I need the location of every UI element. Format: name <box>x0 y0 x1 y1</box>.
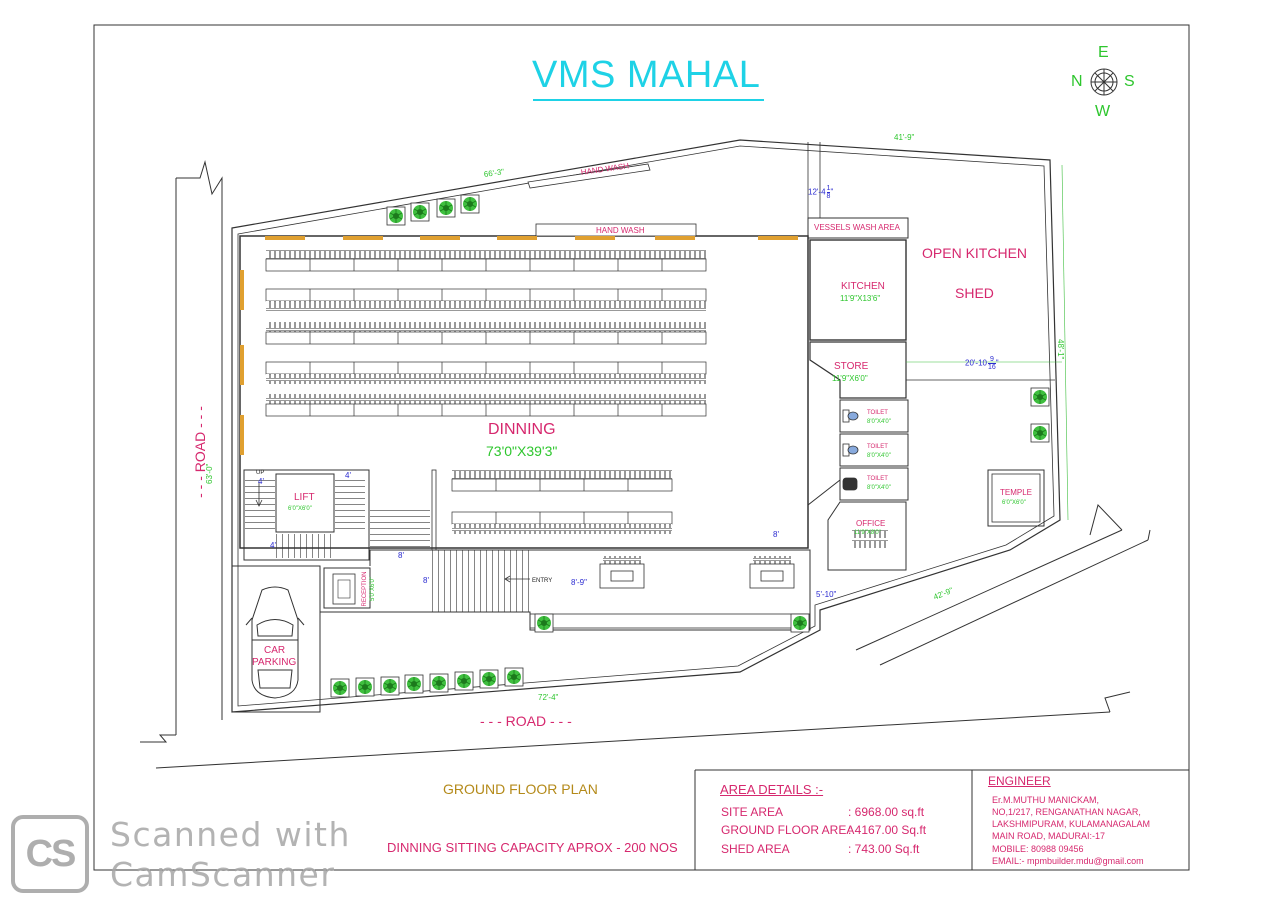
temple-size: 6'0"X6'0" <box>1002 500 1026 506</box>
toilet-2-size: 8'0"X4'0" <box>867 453 891 459</box>
car-label: CAR <box>264 645 286 656</box>
road-label-bottom: - - - ROAD - - - <box>480 713 572 729</box>
reception-label: RECEPTION <box>362 571 368 607</box>
toilet-2-label: TOILET <box>867 444 888 450</box>
compass-west-label: W <box>1095 103 1111 120</box>
site-area-label: SITE AREA <box>721 805 784 819</box>
dimension-63ft: 63'-0" <box>205 463 214 484</box>
compass-east-label: E <box>1098 44 1109 61</box>
kitchen-label: KITCHEN <box>841 281 885 292</box>
dimension-8ft-c: 8' <box>773 530 779 539</box>
compass-south-label: S <box>1124 73 1135 90</box>
watermark-line-1: Scanned with <box>110 815 351 854</box>
entry-label: ENTRY <box>532 578 553 584</box>
area-details-heading: AREA DETAILS :- <box>720 782 824 797</box>
dimension-4ft-b: 4' <box>258 477 264 486</box>
dimension-4ft-c: 4' <box>270 541 276 550</box>
store-label: STORE <box>834 361 869 372</box>
dimension-8ft-b: 8' <box>423 576 429 585</box>
parking-label: PARKING <box>252 657 297 668</box>
toilet-3-size: 8'0"X4'0" <box>867 485 891 491</box>
shed-area-value: : 743.00 Sq.ft <box>848 842 920 856</box>
engineer-line: NO,1/217, RENGANATHAN NAGAR, <box>992 807 1141 817</box>
dimension-8ft9in: 8'-9" <box>571 578 587 587</box>
stair-up-label: UP <box>256 470 265 476</box>
title-underline <box>533 99 764 101</box>
vessels-wash-label: VESSELS WASH AREA <box>814 223 900 232</box>
kitchen-size: 11'9"X13'6" <box>840 294 881 303</box>
capacity-note: DINNING SITTING CAPACITY APROX - 200 NOS <box>387 840 678 855</box>
dining-size: 73'0"X39'3" <box>486 443 558 459</box>
watermark-line-2: CamScanner <box>110 855 336 894</box>
camscanner-logo: CS <box>11 815 89 893</box>
toilet-1-label: TOILET <box>867 410 888 416</box>
reception-size: 5'0"X6'0" <box>370 577 376 601</box>
ground-floor-area-label: GROUND FLOOR AREA <box>721 823 855 837</box>
open-kitchen-shed-label: SHED <box>955 285 994 301</box>
engineer-line: Er.M.MUTHU MANICKAM, <box>992 795 1099 805</box>
dimension-41ft: 41'-9" <box>894 133 915 142</box>
dimension-72ft: 72'-4" <box>538 693 559 702</box>
engineer-line: MOBILE: 80988 09456 <box>992 844 1084 854</box>
toilet-3-label: TOILET <box>867 476 888 482</box>
ground-floor-area-value: : 4167.00 Sq.ft <box>848 823 927 837</box>
shed-area-label: SHED AREA <box>721 842 790 856</box>
site-area-value: : 6968.00 sq.ft <box>848 805 925 819</box>
temple-label: TEMPLE <box>1000 488 1033 497</box>
hand-wash-inner-label: HAND WASH <box>596 226 645 235</box>
page-title: VMS MAHAL <box>532 54 761 96</box>
compass-north-label: N <box>1071 73 1083 90</box>
engineer-line: LAKSHMIPURAM, KULAMANAGALAM <box>992 819 1151 829</box>
plan-title: GROUND FLOOR PLAN <box>443 781 598 797</box>
toilet-1-size: 8'0"X4'0" <box>867 419 891 425</box>
road-label-left: - - - ROAD - - - <box>192 406 208 498</box>
open-kitchen-label: OPEN KITCHEN <box>922 245 1028 261</box>
engineer-heading: ENGINEER <box>988 774 1051 788</box>
lift-size: 6'0"X6'0" <box>288 506 312 512</box>
engineer-line: MAIN ROAD, MADURAI:-17 <box>992 831 1106 841</box>
lift-label: LIFT <box>294 492 315 503</box>
office-size: 11'9"X8'0" <box>854 530 881 536</box>
engineer-line: EMAIL:- mpmbuilder.mdu@gmail.com <box>992 856 1144 866</box>
office-label: OFFICE <box>856 519 886 528</box>
dimension-48ft: 48'-1" <box>1056 339 1065 360</box>
dimension-5ft10in: 5'-10" <box>816 590 837 599</box>
dining-label: DINNING <box>488 421 556 438</box>
dimension-8ft-a: 8' <box>398 551 404 560</box>
store-size: 11'9"X6'0" <box>832 374 868 383</box>
dimension-4ft-a: 4' <box>345 471 351 480</box>
